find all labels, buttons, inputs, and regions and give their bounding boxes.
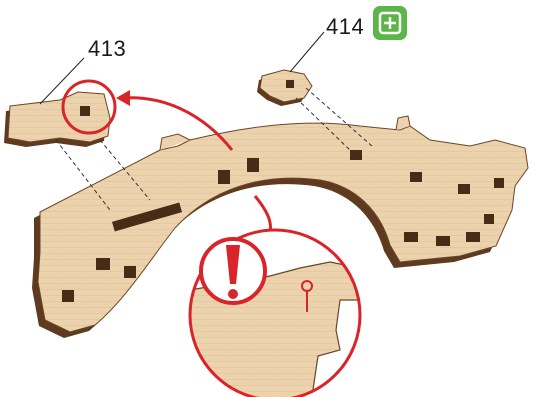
plus-in-square-icon [373,6,407,40]
zoom-connector [255,196,270,232]
exclamation-icon [201,239,265,303]
part-414 [257,70,312,106]
part-413 [4,92,110,147]
part-label-414: 414 [326,14,364,40]
red-arrow-head [116,90,130,106]
leader-line-414 [290,32,324,72]
part-label-413: 413 [88,36,126,62]
